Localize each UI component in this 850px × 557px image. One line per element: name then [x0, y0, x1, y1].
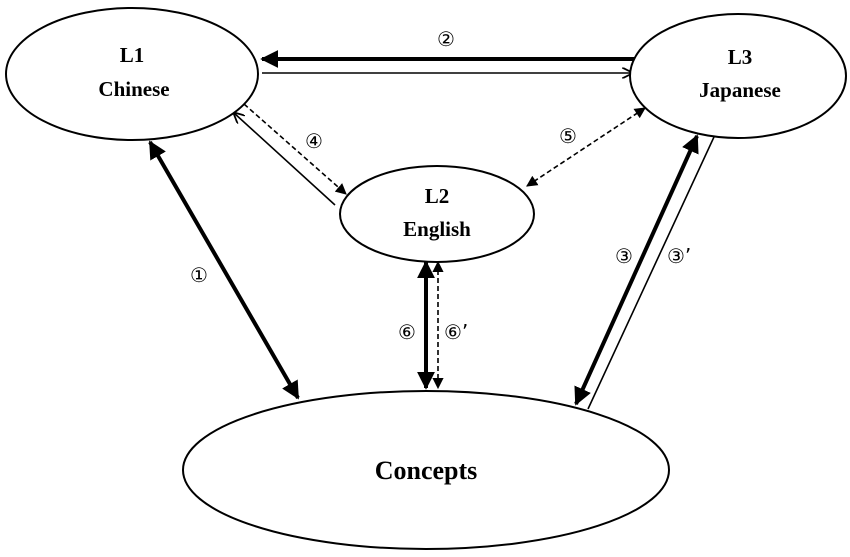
- node-l1-language: Chinese: [98, 77, 169, 101]
- node-l1-chinese: L1 Chinese: [5, 7, 259, 141]
- edge-label-5: ⑤: [559, 124, 577, 148]
- node-concepts-label: Concepts: [375, 456, 478, 485]
- edge-label-3: ③: [615, 244, 633, 268]
- edge-label-6: ⑥: [398, 320, 416, 344]
- node-l3-language: Japanese: [699, 78, 781, 102]
- node-l3-code: L3: [728, 45, 753, 69]
- node-l1-code: L1: [120, 43, 145, 67]
- arrow-concepts-to-l3-thin: [587, 124, 720, 410]
- arrow-l1-concepts: [148, 140, 300, 400]
- edge-label-6-prime: ⑥’: [444, 320, 468, 344]
- arrow-l2-to-l1: [234, 113, 336, 206]
- node-l2-code: L2: [425, 184, 450, 208]
- node-concepts: Concepts: [182, 390, 670, 550]
- edge-label-2: ②: [437, 27, 455, 51]
- node-l2-language: English: [403, 217, 471, 241]
- arrow-l3-concepts: [574, 134, 699, 406]
- edge-label-1: ①: [190, 263, 208, 287]
- arrow-l1-to-l2-dashed: [243, 103, 347, 195]
- node-l2-english: L2 English: [339, 165, 535, 263]
- node-l3-japanese: L3 Japanese: [629, 13, 847, 139]
- edge-label-4: ④: [305, 129, 323, 153]
- arrow-l2-l3-dashed: [526, 107, 646, 187]
- edge-label-3-prime: ③’: [667, 244, 691, 268]
